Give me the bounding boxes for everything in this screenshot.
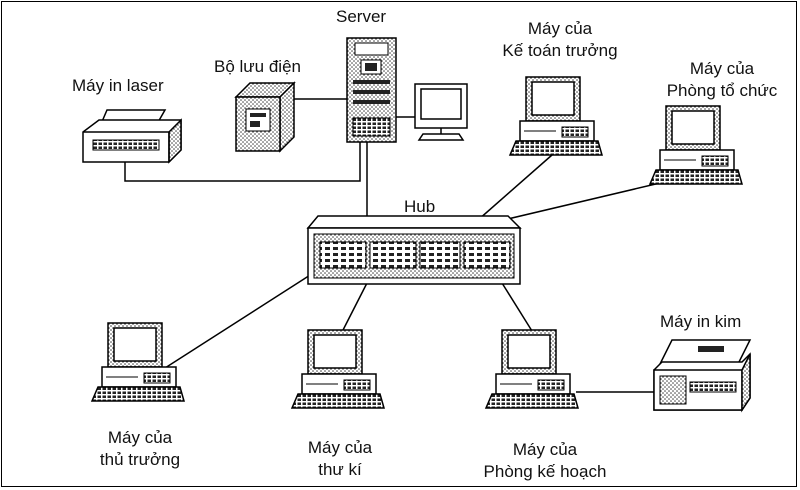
ups-label: Bộ lưu điện bbox=[214, 57, 301, 76]
server-monitor bbox=[414, 83, 468, 141]
secretary-label-line1: Máy của bbox=[307, 438, 373, 457]
accountant-label: Máy của Kế toán trưởng bbox=[480, 18, 640, 62]
director-label-line2: thủ trưởng bbox=[99, 450, 181, 469]
link-hub-orgdept bbox=[494, 182, 661, 223]
ups-box bbox=[234, 81, 296, 153]
server-tower bbox=[346, 37, 397, 143]
workstation-org-dept bbox=[649, 105, 743, 185]
hub-label: Hub bbox=[404, 197, 436, 216]
link-laser-server bbox=[124, 142, 361, 182]
link-hub-planning bbox=[501, 282, 533, 332]
dot-matrix-label: Máy in kim bbox=[660, 312, 742, 331]
laser-printer bbox=[82, 109, 182, 164]
link-hub-accountant bbox=[477, 154, 553, 221]
server-label: Server bbox=[336, 7, 387, 26]
org-dept-label-line1: Máy của bbox=[689, 59, 755, 78]
accountant-label-line2: Kế toán trưởng bbox=[502, 41, 618, 60]
link-hub-director bbox=[164, 269, 319, 369]
workstation-secretary bbox=[291, 329, 385, 409]
org-dept-label: Máy của Phòng tổ chức bbox=[652, 58, 792, 102]
laser-printer-label: Máy in laser bbox=[72, 76, 164, 95]
planning-label-line1: Máy của bbox=[512, 440, 578, 459]
workstation-director bbox=[91, 322, 185, 402]
workstation-accountant bbox=[509, 76, 603, 156]
hub-device bbox=[306, 215, 522, 285]
connection-lines bbox=[124, 98, 661, 393]
workstation-planning bbox=[485, 329, 579, 409]
link-hub-secretary bbox=[341, 282, 368, 333]
director-label: Máy của thủ trưởng bbox=[70, 427, 210, 471]
planning-label: Máy của Phòng kế hoạch bbox=[460, 439, 630, 483]
planning-label-line2: Phòng kế hoạch bbox=[483, 462, 607, 481]
secretary-label-line2: thư kí bbox=[318, 460, 362, 479]
org-dept-label-line2: Phòng tổ chức bbox=[666, 81, 778, 100]
accountant-label-line1: Máy của bbox=[527, 19, 593, 38]
secretary-label: Máy của thư kí bbox=[270, 437, 410, 481]
dot-matrix-printer bbox=[653, 339, 752, 413]
director-label-line1: Máy của bbox=[107, 428, 173, 447]
